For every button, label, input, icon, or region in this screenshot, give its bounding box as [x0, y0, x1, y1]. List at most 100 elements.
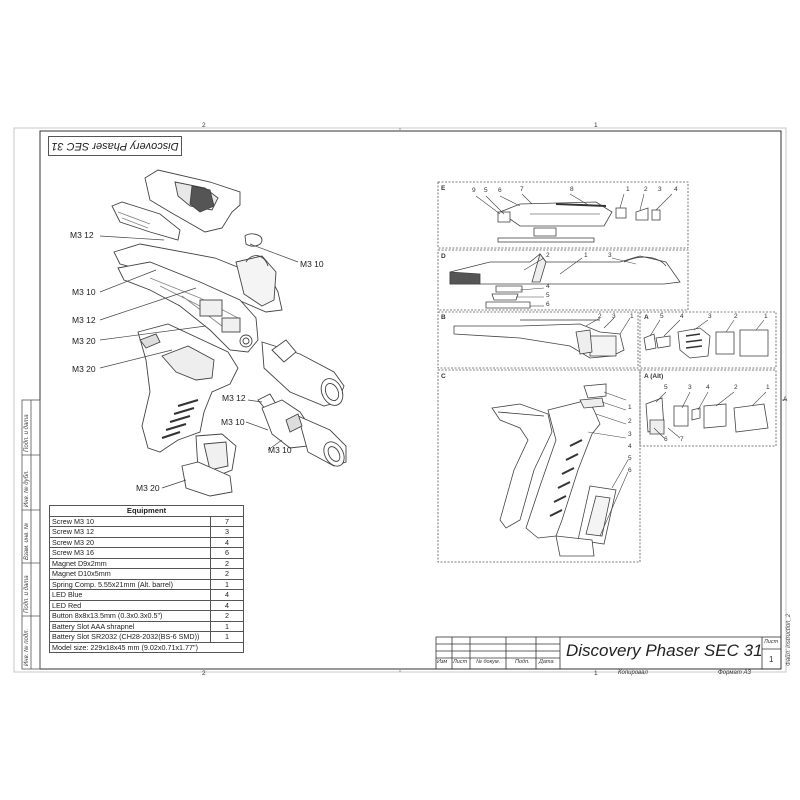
zone-label-top-left: 2: [202, 122, 206, 129]
view-a-alt-part-3: 3: [688, 384, 692, 391]
callout-m3-10-b: M3 10: [72, 287, 96, 297]
view-d-part-1: 1: [584, 252, 588, 259]
zone-label-top-right: 1: [594, 122, 598, 129]
view-a-part-4: 4: [680, 313, 684, 320]
equipment-item: Battery Slot SR2032 (CH28-2032(BS-6 SMD)…: [49, 631, 211, 643]
view-d-parts: [449, 253, 681, 309]
view-c-part-5: 5: [628, 455, 632, 462]
title-block-col-date: Дата: [539, 659, 554, 665]
title-block-col-list: Лист: [453, 659, 468, 665]
equipment-qty: 1: [210, 631, 244, 643]
view-b-label: B: [441, 314, 446, 321]
callout-m3-10-c: M3 10: [221, 417, 245, 427]
view-c-parts: [491, 383, 617, 557]
view-a-alt-label: A (Alt): [644, 373, 664, 380]
view-e-part-9: 9: [472, 187, 476, 194]
view-d-part-2: 2: [546, 252, 550, 259]
equipment-item: LED Red: [49, 599, 211, 611]
view-a-alt-part-2: 2: [734, 384, 738, 391]
model-size: Model size: 229x18x45 mm (9.02x0.71x1.77…: [49, 641, 244, 653]
section-frames: [437, 181, 777, 563]
view-d-part-4: 4: [546, 283, 550, 290]
view-a-part-1: 1: [764, 313, 768, 320]
exploded-view: [111, 169, 347, 497]
view-c-part-3: 3: [628, 431, 632, 438]
view-e-part-5: 5: [484, 187, 488, 194]
equipment-qty: 2: [210, 557, 244, 569]
sheet-label: Лист: [764, 639, 779, 645]
equipment-qty: 1: [210, 578, 244, 590]
callout-m3-10-a: M3 10: [300, 259, 324, 269]
side-strip-label-2: Инв. № дубл.: [24, 470, 30, 507]
format-label: Формат А3: [718, 670, 751, 676]
equipment-item: Button 8x8x13.5mm (0.3x0.3x0.5"): [49, 610, 211, 622]
equipment-item: Magnet D9x2mm: [49, 557, 211, 569]
view-a-alt-part-5: 5: [664, 384, 668, 391]
view-a-parts: [643, 327, 769, 359]
callout-m3-12-a: M3 12: [70, 230, 94, 240]
zone-label-bottom-right: 1: [594, 670, 598, 677]
view-a-alt-part-1: 1: [766, 384, 770, 391]
view-b-parts: [453, 319, 625, 359]
view-d-label: D: [441, 253, 446, 260]
view-c-label: C: [441, 373, 446, 380]
view-d-part-6: 6: [546, 301, 550, 308]
equipment-item: Screw M3 20: [49, 536, 211, 548]
callout-m3-20-a: M3 20: [72, 336, 96, 346]
view-a-part-3: 3: [708, 313, 712, 320]
view-a-alt-part-6: 6: [664, 436, 668, 443]
side-strip-label-3: Взам. инв. №: [24, 522, 30, 560]
callout-m3-12-c: M3 12: [222, 393, 246, 403]
equipment-qty: 4: [210, 536, 244, 548]
view-b-part-2: 2: [598, 313, 602, 320]
zone-label-bottom-left: 2: [202, 670, 206, 677]
equipment-item: LED Blue: [49, 589, 211, 601]
view-c-part-4: 4: [628, 443, 632, 450]
view-a-alt-part-4: 4: [706, 384, 710, 391]
table-row: Model size: 229x18x45 mm (9.02x0.71x1.77…: [49, 641, 244, 653]
equipment-item: Spring Comp. 5.55x21mm (Alt. barrel): [49, 578, 211, 590]
title-block-col-sign: Подп.: [515, 659, 530, 665]
side-strip-label-4: Подп. и дата: [24, 575, 30, 613]
zone-label-right: A: [783, 396, 788, 403]
equipment-qty: 6: [210, 547, 244, 559]
table-row: Button 8x8x13.5mm (0.3x0.3x0.5")2: [49, 610, 244, 622]
equipment-item: Magnet D10x5mm: [49, 568, 211, 580]
side-strip-label-1: Подп. и дата: [24, 414, 30, 452]
callout-m3-10-d: M3 10: [268, 445, 292, 455]
view-c-part-2: 2: [628, 418, 632, 425]
callout-m3-20-b: M3 20: [72, 364, 96, 374]
view-c-part-6: 6: [628, 467, 632, 474]
equipment-qty: 2: [210, 610, 244, 622]
view-e-label: E: [441, 185, 446, 192]
file-label: Файл: instruction_2: [786, 613, 792, 666]
equipment-item: Screw M3 16: [49, 547, 211, 559]
view-c-part-1: 1: [628, 404, 632, 411]
title-block: [435, 636, 782, 670]
view-b-part-1: 1: [630, 313, 634, 320]
drawing-title: Discovery Phaser SEC 31: [566, 641, 763, 660]
title-block-col-izm: Изм: [437, 659, 448, 665]
view-e-part-2: 2: [644, 186, 648, 193]
equipment-qty: 1: [210, 620, 244, 632]
equipment-qty: 4: [210, 589, 244, 601]
equipment-header: Equipment: [49, 505, 244, 517]
equipment-item: Screw M3 12: [49, 526, 211, 538]
table-row: Battery Slot SR2032 (CH28-2032(BS-6 SMD)…: [49, 631, 244, 643]
equipment-item: Battery Slot AAA shrapnel: [49, 620, 211, 632]
view-a-part-2: 2: [734, 313, 738, 320]
view-d-part-3: 3: [608, 252, 612, 259]
title-block-col-doc: № докум.: [476, 659, 501, 665]
view-e-part-1: 1: [626, 186, 630, 193]
equipment-item: Screw M3 10: [49, 515, 211, 527]
flipped-drawing-title: Discovery Phaser SEC 31: [48, 136, 182, 156]
